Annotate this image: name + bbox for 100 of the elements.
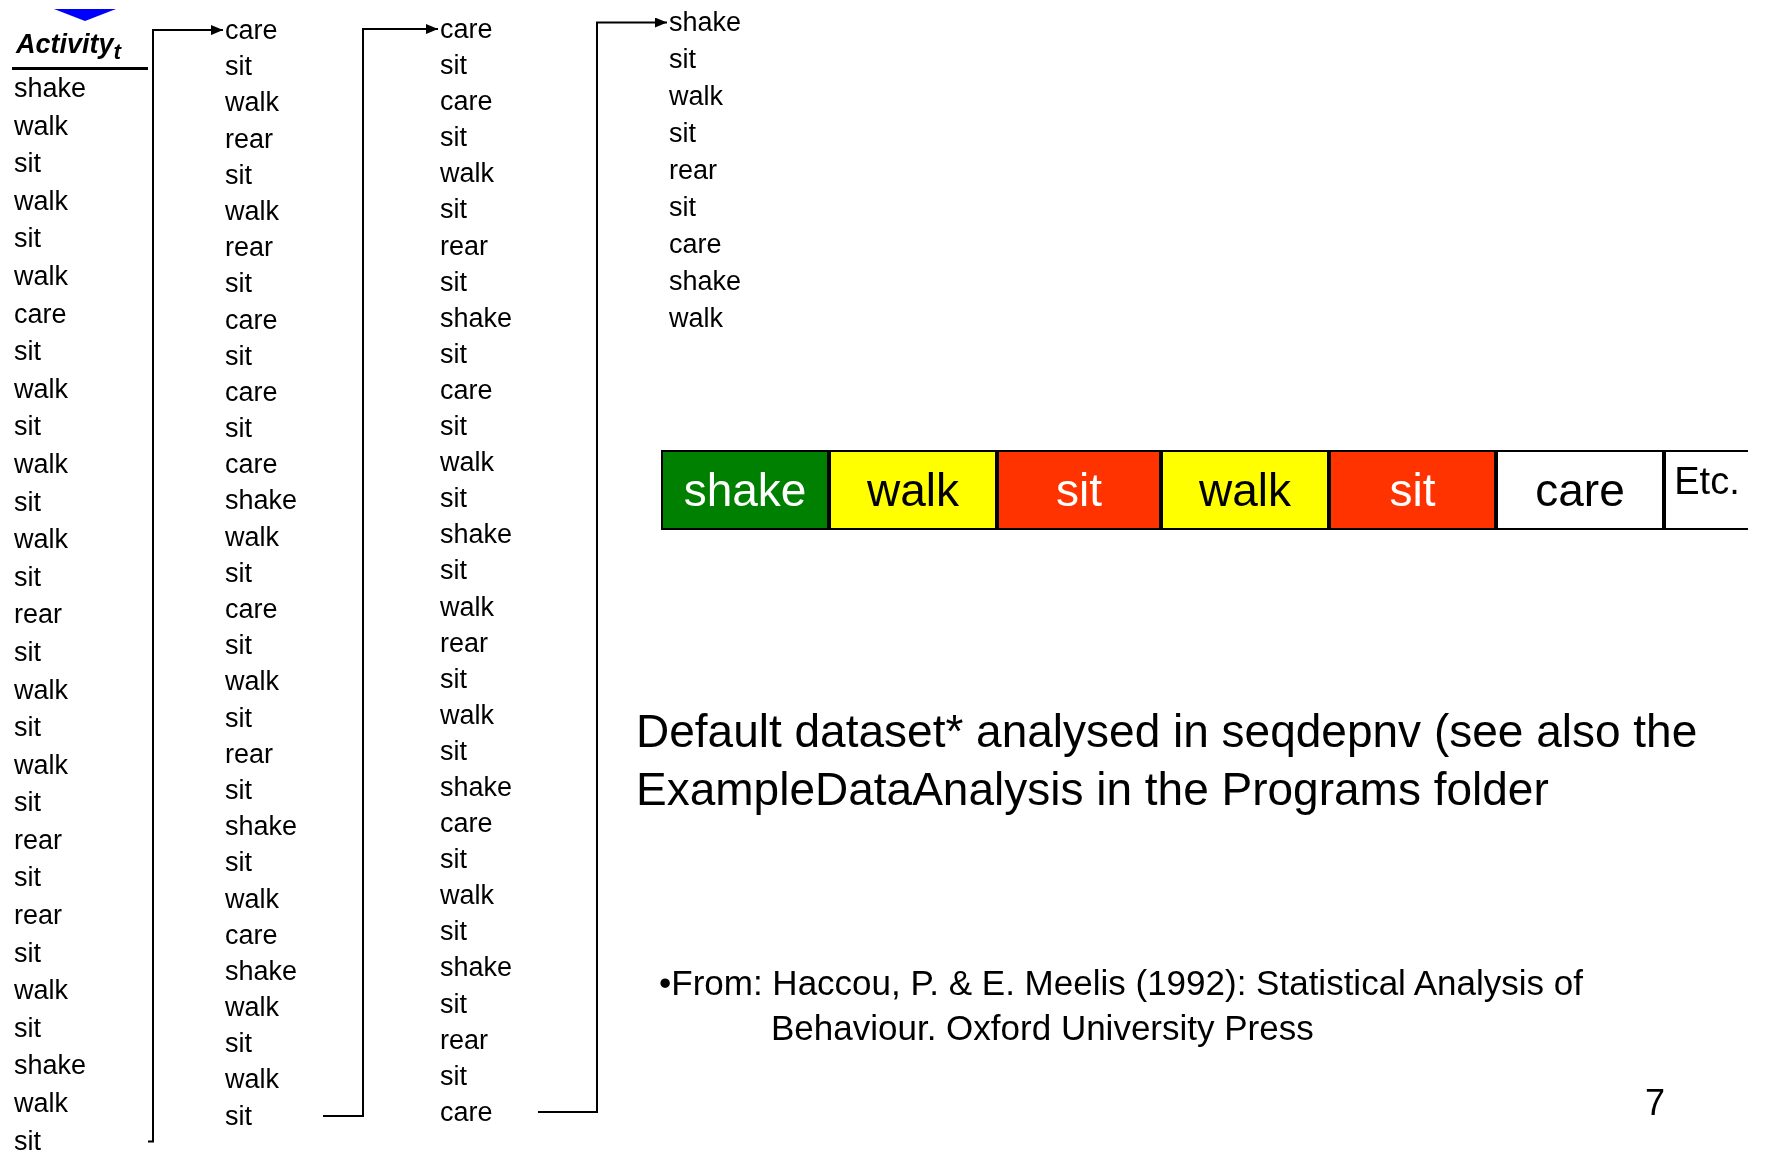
- activity-word: sit: [13, 936, 41, 970]
- activity-word: sit: [439, 482, 467, 516]
- activity-word: sit: [224, 701, 252, 735]
- activity-word: shake: [224, 954, 298, 988]
- activity-word: sit: [224, 1099, 252, 1133]
- activity-word: sit: [224, 267, 252, 301]
- activity-word: shake: [13, 1049, 87, 1083]
- activity-word: care: [224, 303, 278, 337]
- activity-word: walk: [13, 974, 68, 1008]
- activity-word: care: [224, 918, 278, 952]
- activity-word: sit: [439, 121, 467, 155]
- activity-word: rear: [13, 899, 62, 933]
- activity-word: sit: [224, 556, 252, 590]
- sequence-cell: sit: [997, 450, 1161, 530]
- activity-word: walk: [13, 748, 68, 782]
- activity-word: walk: [439, 879, 494, 913]
- activity-word: rear: [224, 737, 273, 771]
- activity-word: sit: [668, 43, 696, 76]
- activity-word: shake: [13, 72, 87, 105]
- activity-word: rear: [439, 626, 488, 660]
- activity-word: sit: [13, 560, 41, 594]
- activity-word: shake: [668, 6, 742, 39]
- activity-word: shake: [439, 301, 513, 335]
- activity-word: shake: [439, 770, 513, 804]
- activity-word: sit: [439, 662, 467, 696]
- activity-word: shake: [439, 518, 513, 552]
- activity-word: sit: [668, 191, 696, 224]
- activity-word: sit: [224, 773, 252, 807]
- activity-word: sit: [439, 410, 467, 444]
- activity-word: shake: [668, 265, 742, 298]
- activity-word: sit: [439, 1059, 467, 1093]
- activity-word: rear: [439, 1023, 488, 1057]
- connector-arrow: [322, 24, 439, 1118]
- activity-word: sit: [13, 222, 41, 256]
- activity-word: shake: [439, 951, 513, 985]
- activity-word: care: [439, 373, 493, 407]
- activity-word: sit: [224, 158, 252, 192]
- activity-word: sit: [13, 1011, 41, 1045]
- activity-word: walk: [224, 194, 279, 228]
- activity-word: walk: [668, 80, 723, 113]
- activity-word: sit: [439, 843, 467, 877]
- activity-word: care: [439, 1095, 493, 1129]
- sequence-cell: walk: [829, 450, 997, 530]
- activity-word: walk: [13, 372, 68, 406]
- activity-word: care: [13, 297, 67, 331]
- activity-word: sit: [13, 786, 41, 820]
- activity-word: care: [668, 228, 722, 261]
- activity-word: care: [224, 593, 278, 626]
- activity-word: care: [224, 14, 278, 47]
- activity-word: walk: [13, 447, 68, 481]
- activity-word: rear: [13, 823, 62, 857]
- activity-word: sit: [224, 1027, 252, 1061]
- sequence-cell: walk: [1161, 450, 1329, 530]
- activity-word: walk: [224, 991, 279, 1025]
- activity-word: sit: [439, 337, 467, 371]
- activity-word: walk: [13, 673, 68, 707]
- activity-word: rear: [224, 231, 273, 265]
- activity-word: sit: [13, 711, 41, 745]
- activity-word: walk: [439, 446, 494, 480]
- activity-word: walk: [13, 259, 68, 293]
- activity-word: care: [224, 375, 278, 409]
- sequence-cell: Etc.: [1664, 450, 1748, 530]
- activity-word: walk: [224, 882, 279, 916]
- activity-word: rear: [13, 598, 62, 632]
- connector-arrow: [147, 25, 224, 1143]
- activity-word: walk: [439, 698, 494, 732]
- activity-word: shake: [224, 484, 298, 518]
- activity-word: walk: [224, 520, 279, 554]
- activity-word: sit: [439, 49, 467, 83]
- activity-word: sit: [439, 265, 467, 299]
- activity-word: sit: [439, 915, 467, 949]
- activity-word: care: [439, 85, 493, 119]
- activity-word: shake: [224, 810, 298, 844]
- activity-word: walk: [224, 86, 279, 120]
- citation-text: •From: Haccou, P. & E. Meelis (1992): Statistical Analysis of Behaviour. Oxford University Press: [659, 962, 1584, 1049]
- activity-word: care: [439, 13, 493, 46]
- activity-word: care: [224, 448, 278, 482]
- activity-word: sit: [439, 554, 467, 588]
- activity-word: sit: [224, 846, 252, 880]
- activity-word: sit: [13, 410, 41, 444]
- activity-word: walk: [224, 665, 279, 699]
- activity-word: walk: [13, 523, 68, 557]
- activity-word: sit: [13, 1124, 41, 1153]
- activity-word: sit: [224, 412, 252, 446]
- activity-word: walk: [439, 157, 494, 191]
- activity-word: walk: [13, 1087, 68, 1121]
- activity-word: sit: [13, 147, 41, 181]
- activity-word: sit: [224, 339, 252, 373]
- activity-word: walk: [13, 109, 68, 143]
- activity-word: sit: [224, 629, 252, 663]
- sequence-cell: sit: [1329, 450, 1496, 530]
- activity-word: rear: [224, 122, 273, 156]
- connector-arrow: [537, 17, 668, 1114]
- activity-word: walk: [439, 590, 494, 624]
- activity-word: walk: [224, 1063, 279, 1097]
- column-heading: Activity$_{t}$: [14, 28, 122, 67]
- activity-word: rear: [439, 229, 488, 263]
- sequence-cell: shake: [661, 450, 829, 530]
- sequence-cell: care: [1496, 450, 1664, 530]
- activity-word: care: [439, 807, 493, 841]
